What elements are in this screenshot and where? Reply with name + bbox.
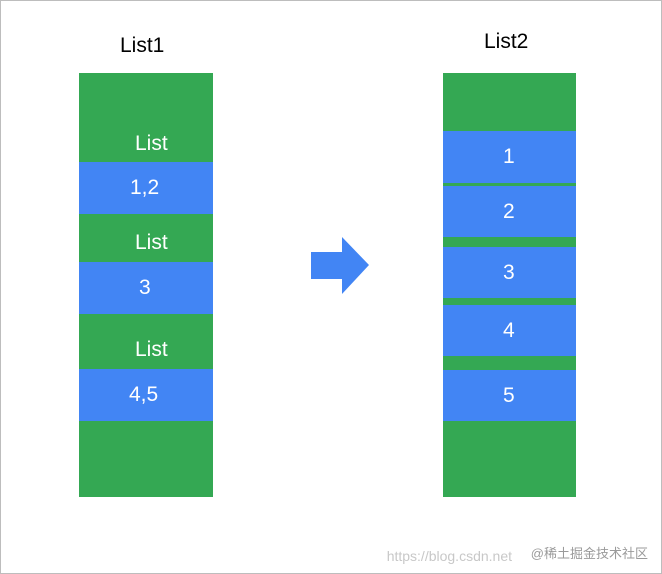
list2-title: List2	[484, 30, 529, 53]
list2-block-1-text: 1	[503, 145, 515, 168]
list2-block-2-text: 2	[503, 199, 515, 223]
list2-column: 1 2 3 4 5	[443, 73, 576, 497]
list1-block-1-text: 1,2	[130, 176, 160, 199]
list1-column: List 1,2 List 3 List 4,5	[79, 73, 213, 497]
list1-label-3: List	[135, 338, 168, 361]
list2-block-5: 5	[443, 370, 576, 421]
list1-block-2-text: 3	[139, 276, 151, 299]
url-watermark: https://blog.csdn.net	[386, 548, 512, 564]
list2-block-2: 2	[443, 186, 576, 237]
list1-label-1: List	[135, 132, 168, 155]
list2-block-4: 4	[443, 305, 576, 356]
list2-block-3: 3	[443, 247, 576, 298]
list1-block-3-text: 4,5	[129, 383, 159, 406]
list1-block-1: 1,2	[79, 162, 213, 214]
list2-block-3-text: 3	[503, 260, 515, 284]
watermark: @稀土掘金技术社区	[530, 546, 648, 561]
list1-block-3: 4,5	[79, 369, 213, 421]
list2-block-4-text: 4	[503, 318, 515, 342]
list1-title: List1	[120, 34, 165, 57]
list2-block-5-text: 5	[503, 383, 515, 407]
list2-block-1: 1	[443, 131, 576, 183]
list1-block-2: 3	[79, 262, 213, 314]
list1-label-2: List	[135, 231, 168, 254]
right-arrow-icon	[311, 237, 369, 294]
